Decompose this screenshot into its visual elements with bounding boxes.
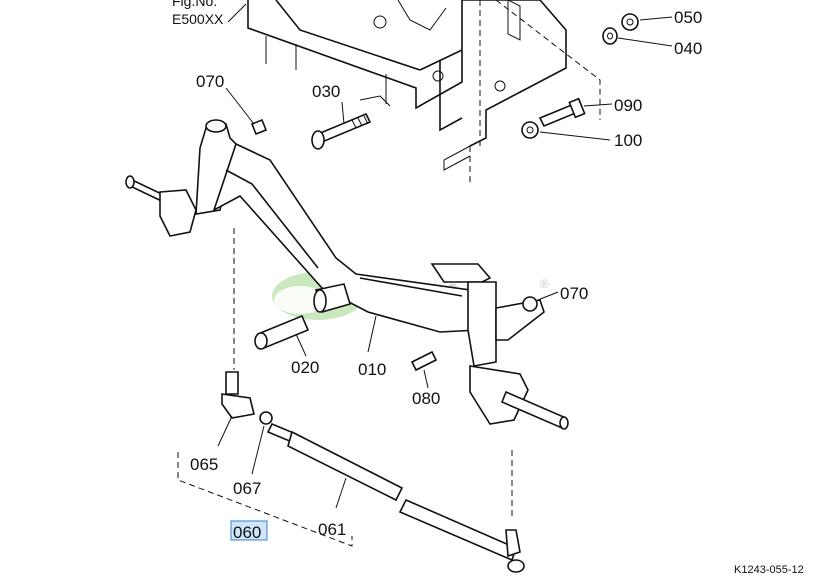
label-040: 040 xyxy=(674,39,702,58)
part-100-nut xyxy=(521,121,611,141)
label-030: 030 xyxy=(312,82,340,101)
label-050: 050 xyxy=(674,8,702,27)
label-080: 080 xyxy=(412,389,440,408)
label-100: 100 xyxy=(614,131,642,150)
label-065: 065 xyxy=(190,455,218,474)
part-050-nut xyxy=(621,13,673,31)
part-010-axle xyxy=(125,119,569,430)
label-090: 090 xyxy=(614,96,642,115)
part-080-fitting xyxy=(410,350,438,389)
part-040-washer xyxy=(602,27,673,47)
part-067-nut xyxy=(251,411,273,475)
label-060-highlight xyxy=(230,520,268,541)
assembly-060-bracket xyxy=(177,452,353,547)
fig-code: E500XX xyxy=(172,11,224,27)
part-030-pin xyxy=(311,101,372,150)
chassis-frame xyxy=(247,0,601,184)
label-061: 061 xyxy=(318,520,346,539)
label-067: 067 xyxy=(233,479,261,498)
fig-label: Fig.No. xyxy=(172,0,217,9)
part-020-bushing xyxy=(254,283,351,357)
label-010: 010 xyxy=(358,360,386,379)
label-070-top: 070 xyxy=(196,72,224,91)
guide-lines xyxy=(233,228,513,520)
label-070-right: 070 xyxy=(560,284,588,303)
part-070-right xyxy=(522,291,559,312)
label-020: 020 xyxy=(291,358,319,377)
part-070-top xyxy=(225,87,268,136)
part-065-rod-end xyxy=(217,371,255,447)
ref-code: K1243-055-12 xyxy=(734,564,804,576)
part-090-bolt xyxy=(538,97,613,128)
part-061-tie-rod xyxy=(266,422,525,573)
label-060[interactable]: 060 xyxy=(233,523,261,542)
fig-leader xyxy=(227,3,247,23)
watermark-mark: ® xyxy=(540,277,549,291)
